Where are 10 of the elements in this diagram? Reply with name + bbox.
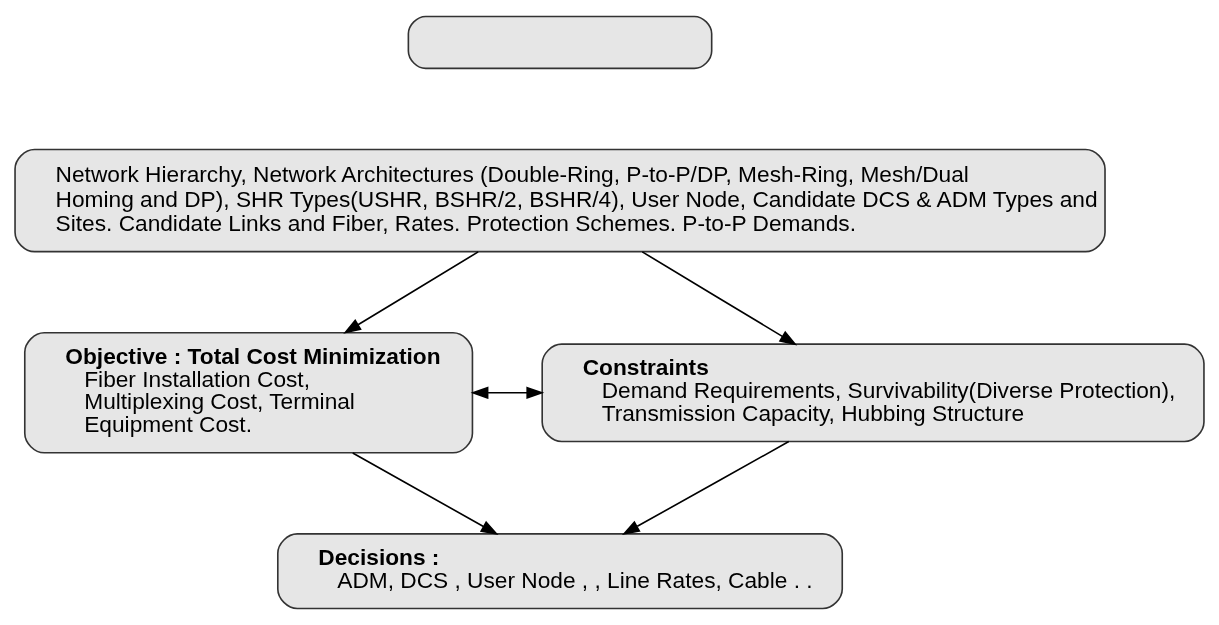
node-box: Objective : Total Cost Minimization Fiber Installation Cost, Multiplexing Cost, Terminal Equipment Cost. xyxy=(23,331,474,454)
arrow xyxy=(351,452,499,535)
arrow xyxy=(641,251,798,346)
arrow xyxy=(343,251,479,334)
node-box xyxy=(407,15,713,70)
arrow xyxy=(621,440,790,535)
node-box: Decisions : ADM, DCS , User Node , , Line Rates, Cable . . xyxy=(277,533,844,610)
arrow xyxy=(470,386,545,400)
node-box: Network Hierarchy, Network Architectures (Double-Ring, P-to-P/DP, Mesh-Ring, Mesh/Dual Homing and DP), SHR Types(USHR, BSHR/2, BSHR/4), User Node, Candidate DCS & ADM Types and Sites. Candidate Links and Fiber, Rates. Protection Schemes. P-to-P Demands. xyxy=(14,148,1106,253)
node-box: Constraints Demand Requirements, Survivability(Diverse Protection), Transmission Capacity, Hubbing Structure xyxy=(541,343,1205,443)
